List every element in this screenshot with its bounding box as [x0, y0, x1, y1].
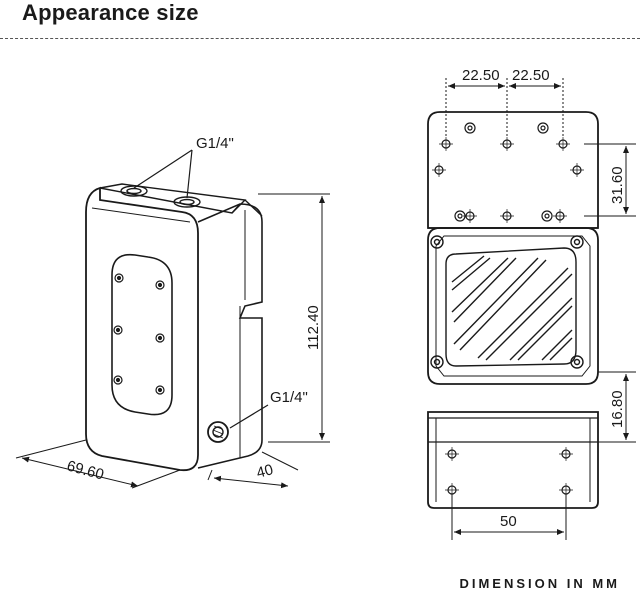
- height-dimension: [258, 193, 330, 443]
- port-top-label: G1/4": [196, 135, 234, 152]
- depth-dimension: [207, 451, 299, 489]
- units-footer: DIMENSION IN MM: [459, 576, 620, 591]
- bottom-view: [427, 411, 599, 509]
- top-width-dimension: [445, 78, 564, 138]
- title-divider: [0, 38, 640, 39]
- isometric-view: [85, 183, 263, 472]
- height-label: 112.40: [305, 305, 322, 350]
- bottom-width-label: 50: [500, 513, 517, 530]
- front-view: [427, 111, 599, 385]
- bottom-height-label: 16.80: [609, 390, 626, 428]
- depth-label: 40: [255, 461, 276, 482]
- top-right-label: 22.50: [512, 67, 550, 84]
- width-dimension: [15, 439, 181, 489]
- page-title: Appearance size: [22, 0, 199, 25]
- port-side-label: G1/4": [270, 389, 308, 406]
- top-left-label: 22.50: [462, 67, 500, 84]
- upper-height-dimension: [584, 143, 636, 217]
- width-label: 69.60: [65, 457, 106, 483]
- upper-height-label: 31.60: [609, 166, 626, 204]
- port-leaders: [133, 149, 269, 429]
- bottom-width-dimension: [451, 494, 567, 540]
- bottom-height-dimension: [598, 371, 636, 443]
